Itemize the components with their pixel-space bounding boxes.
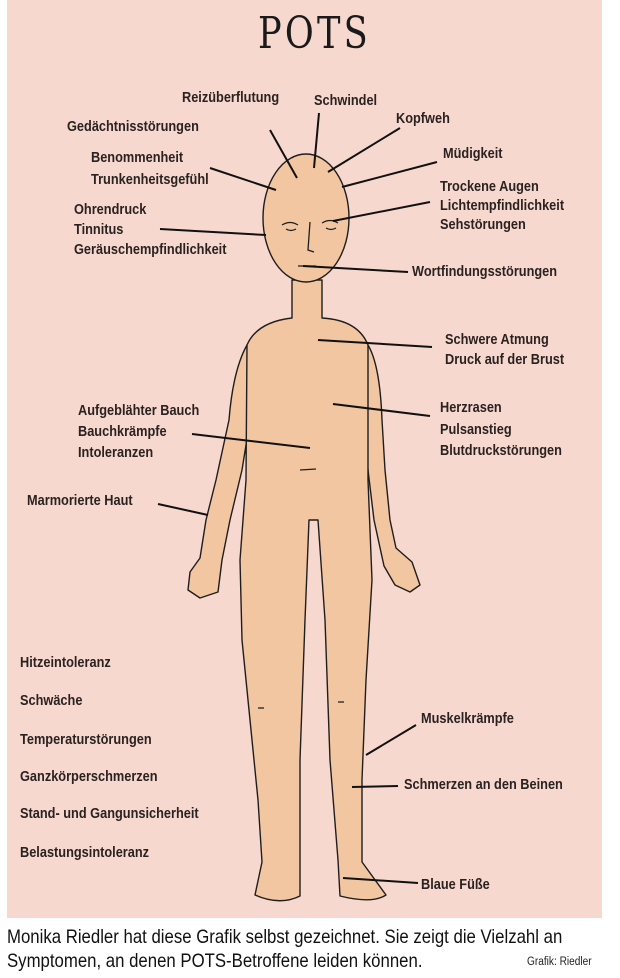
label-geraeuschempfindlichkeit: Geräuschempfindlichkeit xyxy=(74,242,227,258)
label-kopfweh: Kopfweh xyxy=(396,111,450,127)
label-ohrendruck: Ohrendruck xyxy=(74,202,147,218)
label-ganzkoerperschmerzen: Ganzkörperschmerzen xyxy=(20,769,158,785)
nose xyxy=(307,221,315,253)
label-gedaechtnisstoerungen: Gedächtnisstörungen xyxy=(67,119,199,135)
caption-line-2: Symptomen, an denen POTS-Betroffene leid… xyxy=(7,950,423,972)
label-trockene-augen: Trockene Augen xyxy=(440,179,539,195)
diagram-title: POTS xyxy=(258,8,371,59)
label-lichtempfindlichkeit: Lichtempfindlichkeit xyxy=(440,198,565,214)
label-blutdruckstoerungen: Blutdruckstörungen xyxy=(440,443,562,459)
label-schmerzen-beine: Schmerzen an den Beinen xyxy=(404,777,563,793)
label-gangunsicherheit: Stand- und Gangunsicherheit xyxy=(20,806,199,822)
label-muskelkraempfe: Muskelkrämpfe xyxy=(421,711,514,727)
pointer-lines xyxy=(157,112,438,884)
body-drawing xyxy=(157,112,438,902)
caption-line-1: Monika Riedler hat diese Grafik selbst g… xyxy=(7,926,563,948)
label-benommenheit: Benommenheit xyxy=(91,150,184,166)
left-arm xyxy=(187,344,251,599)
label-hitzeintoleranz: Hitzeintoleranz xyxy=(20,655,111,671)
navel xyxy=(299,468,317,471)
graphic-credit: Grafik: Riedler xyxy=(527,956,592,968)
label-bauchkraempfe: Bauchkrämpfe xyxy=(78,424,167,440)
label-aufgeblaehter-bauch: Aufgeblähter Bauch xyxy=(78,403,200,419)
label-belastungsintoleranz: Belastungsintoleranz xyxy=(20,845,150,861)
label-schwaeche: Schwäche xyxy=(20,693,83,709)
label-trunkenheitsgefuehl: Trunkenheitsgefühl xyxy=(91,172,209,188)
label-schwindel: Schwindel xyxy=(314,93,378,109)
label-pulsanstieg: Pulsanstieg xyxy=(440,422,512,438)
label-reizueberflutung: Reizüberflutung xyxy=(182,90,280,106)
label-tinnitus: Tinnitus xyxy=(74,222,124,238)
label-druck-brust: Druck auf der Brust xyxy=(445,352,565,368)
label-blaue-fuesse: Blaue Füße xyxy=(421,877,490,893)
right-eye xyxy=(321,219,339,231)
label-marmorierte-haut: Marmorierte Haut xyxy=(27,493,133,509)
left-eye xyxy=(281,221,299,232)
label-wortfindungsstoerungen: Wortfindungsstörungen xyxy=(412,264,558,280)
label-sehstoerungen: Sehstörungen xyxy=(440,217,526,233)
label-temperaturstoerungen: Temperaturstörungen xyxy=(20,732,152,748)
right-arm xyxy=(363,344,421,593)
torso-legs xyxy=(239,279,387,902)
head xyxy=(262,153,350,283)
label-schwere-atmung: Schwere Atmung xyxy=(445,332,549,348)
label-herzrasen: Herzrasen xyxy=(440,400,502,416)
label-intoleranzen: Intoleranzen xyxy=(78,445,154,461)
label-muedigkeit: Müdigkeit xyxy=(443,146,503,162)
